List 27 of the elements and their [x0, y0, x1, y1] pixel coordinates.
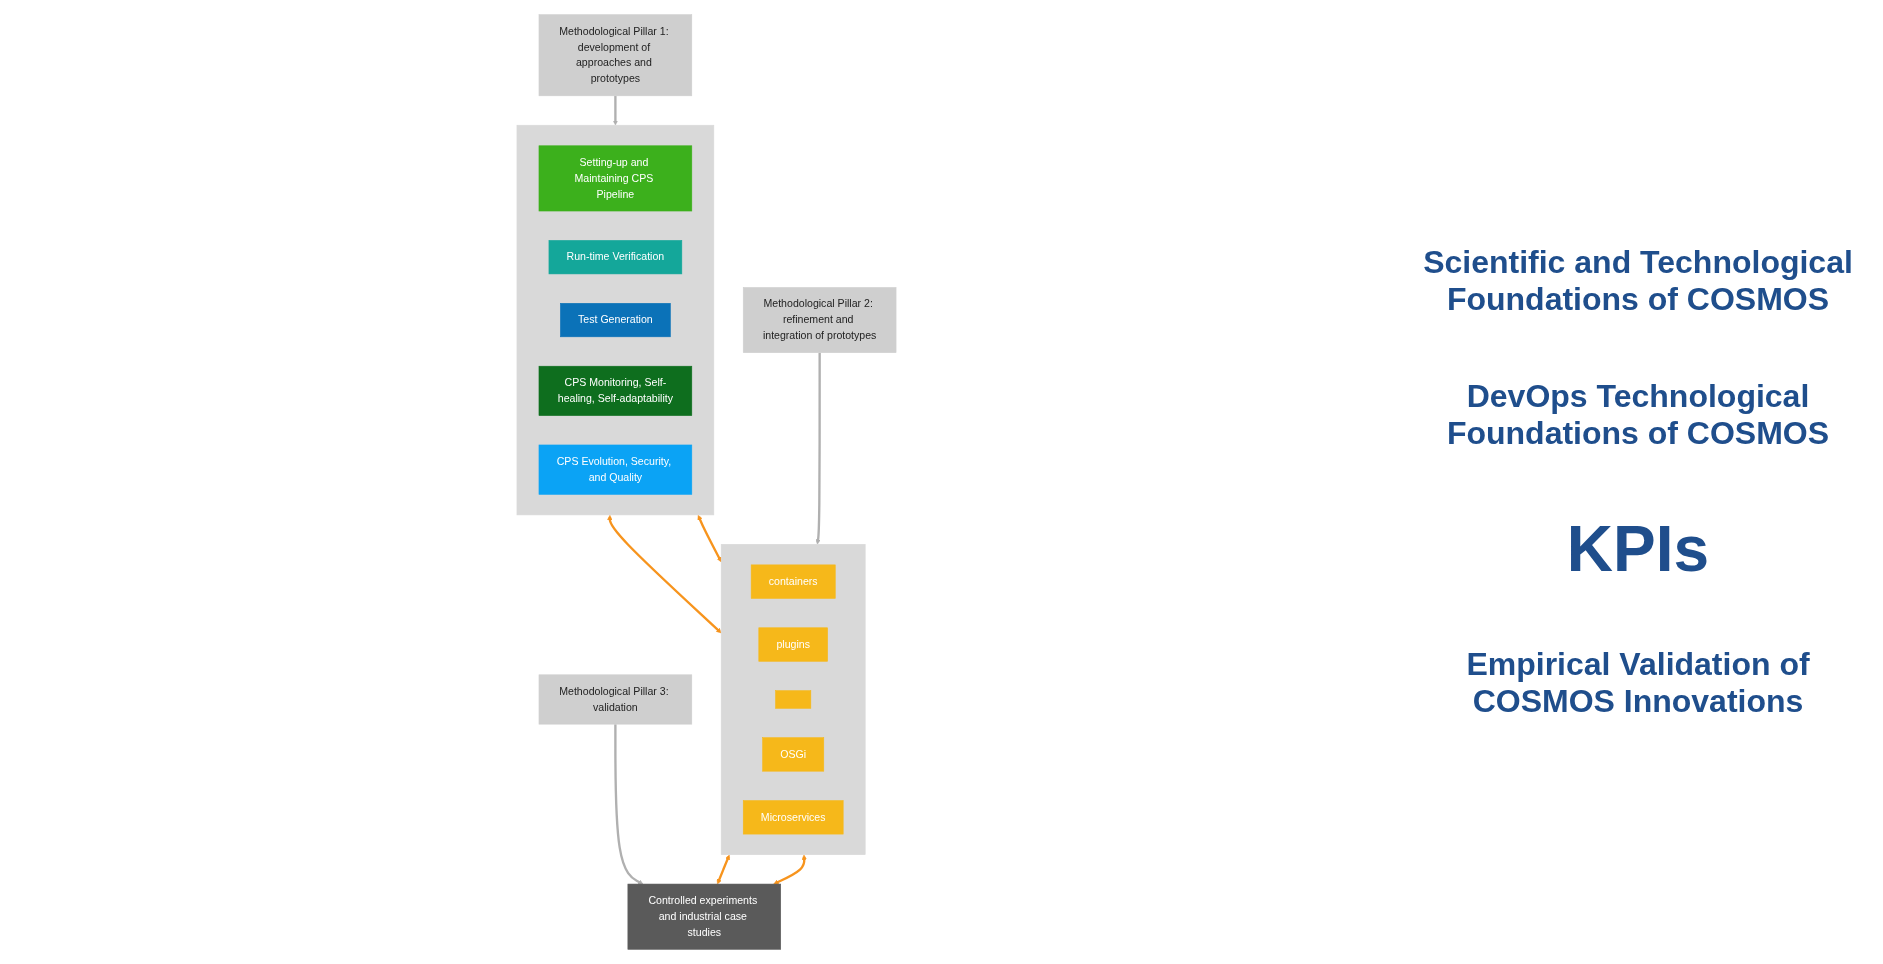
arrow [815, 352, 821, 545]
node-box: Methodological Pillar 3: validation [538, 674, 693, 725]
node-box: Controlled experiments and industrial case studies [627, 883, 781, 950]
node-box: Methodological Pillar 2: refinement and integration of prototypes [742, 287, 897, 353]
arrow [614, 724, 644, 885]
node-box: Microservices [742, 800, 844, 835]
layer-label: Scientific and Technological Foundations of COSMOS [1422, 244, 1854, 318]
node-box: containers [750, 564, 836, 599]
layer-label: Empirical Validation of COSMOS Innovations [1465, 646, 1811, 720]
node-box: Methodological Pillar 1: development of approaches and prototypes [538, 14, 693, 97]
node-box: CPS Monitoring, Self-healing, Self-adaptability [538, 365, 693, 416]
node-box [775, 690, 812, 709]
node-box: CPS Evolution, Security, and Quality [538, 444, 693, 495]
arrow [612, 95, 618, 126]
arrow [716, 854, 730, 885]
kpi-label: KPIs [1565, 512, 1711, 586]
cluster [516, 124, 715, 516]
node-box: Run-time Verification [548, 240, 683, 275]
node-box: plugins [758, 627, 828, 662]
arrow [773, 854, 807, 885]
cluster [720, 544, 866, 855]
node-box: Test Generation [560, 303, 671, 338]
layer-label: DevOps Technological Foundations of COSMOS [1445, 378, 1831, 452]
arrow [697, 514, 722, 563]
node-box: Setting-up and Maintaining CPS Pipeline [538, 145, 693, 212]
arrow [607, 514, 722, 634]
node-box: OSGi [762, 737, 825, 772]
